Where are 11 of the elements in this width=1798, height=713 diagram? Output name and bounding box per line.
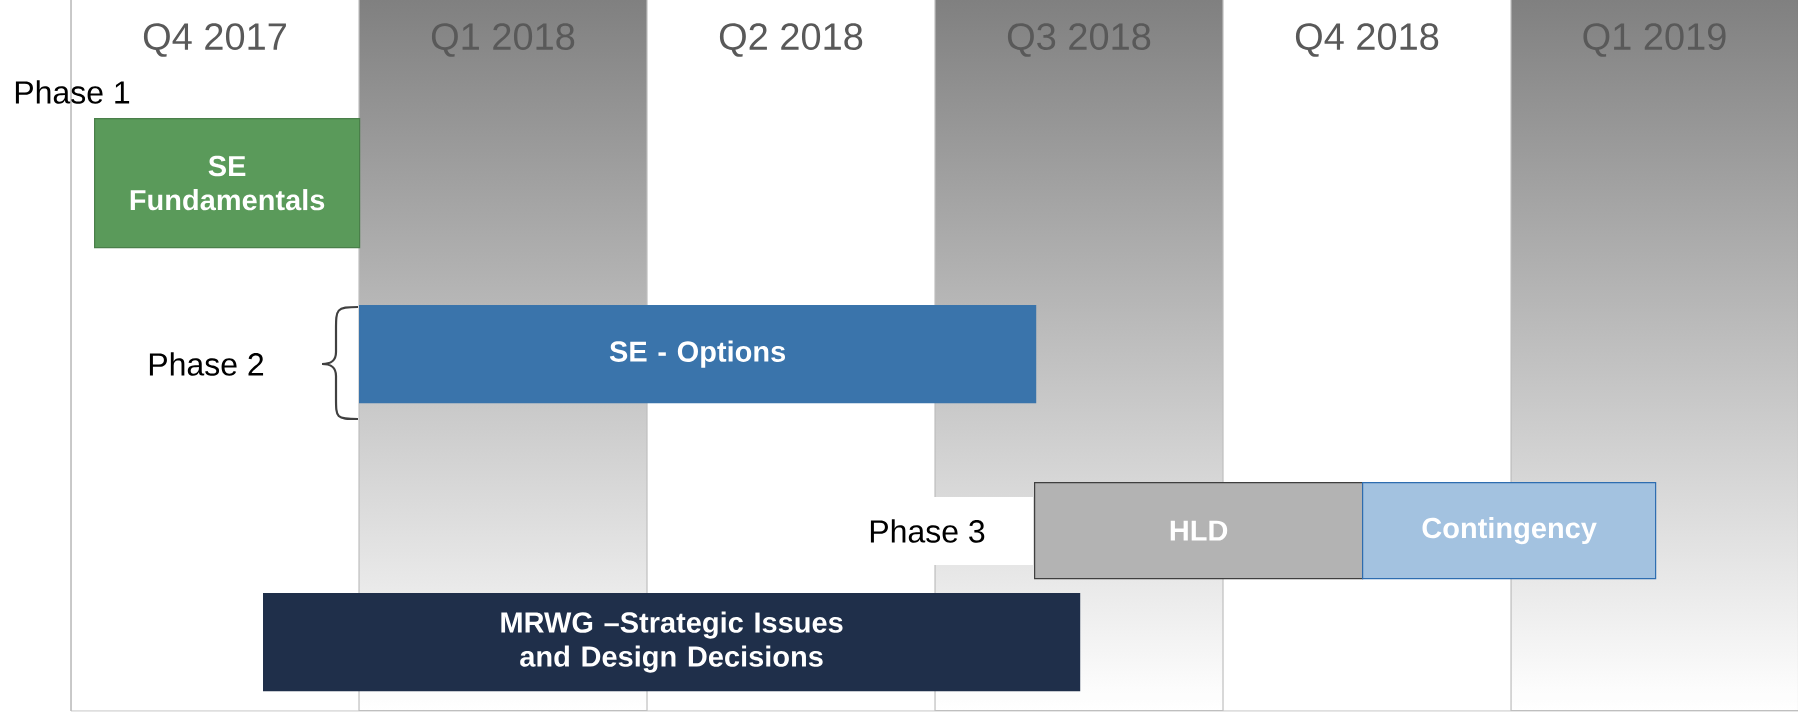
- task-bar: HLD: [1034, 482, 1364, 580]
- quarter-header: Q4 2018: [1295, 23, 1439, 57]
- phase-label: Phase 1: [15, 80, 130, 104]
- phase-label: Phase 3: [855, 497, 1033, 565]
- task-bar: SE - Options: [359, 305, 1037, 404]
- task-bar: MRWG –Strategic Issues and Design Decisions: [263, 593, 1081, 692]
- phase-label: Phase 2: [149, 352, 264, 376]
- quarter-header: Q2 2018: [719, 23, 863, 57]
- task-bar: SE Fundamentals: [94, 118, 361, 249]
- quarter-header: Q4 2017: [143, 23, 286, 57]
- task-bar: Contingency: [1362, 482, 1657, 580]
